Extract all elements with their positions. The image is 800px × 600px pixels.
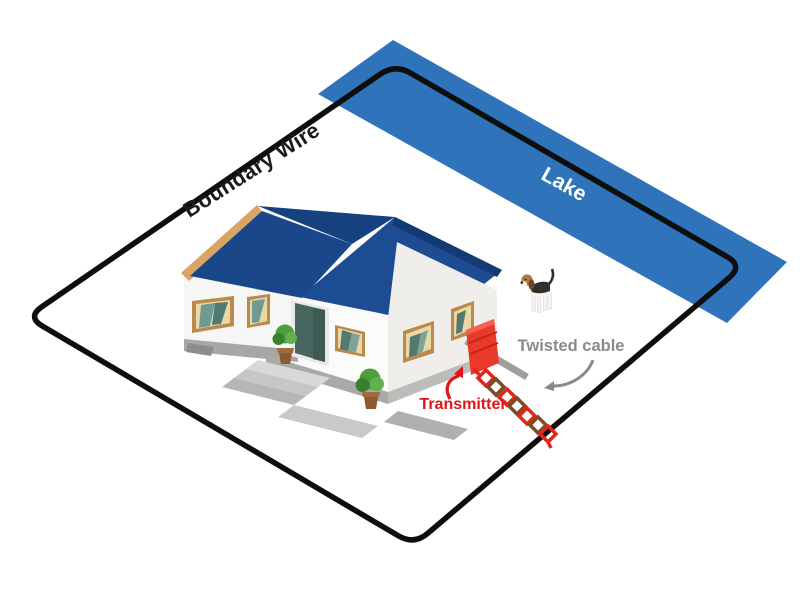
window-front [335, 325, 365, 357]
foundation-patch [186, 343, 214, 356]
transmitter-arrow [445, 366, 463, 400]
window-right-lower [403, 321, 434, 363]
boundary-wire [31, 66, 739, 543]
twisted-cable-arrow [544, 359, 595, 391]
roof-left-slope [190, 211, 352, 298]
house-door [291, 300, 329, 366]
potted-plant-door [272, 324, 297, 364]
house-steps [222, 360, 468, 440]
window-left-large [192, 296, 234, 333]
roof-trim-tan [181, 205, 263, 281]
potted-plant-yard [355, 368, 384, 409]
house-illustration [181, 205, 502, 440]
foundation-right [388, 351, 497, 404]
dog-illustration [519, 268, 555, 313]
roof-rake-edge [392, 217, 502, 277]
transmitter-box [466, 319, 499, 375]
twisted-cable-label: Twisted cable [517, 337, 625, 355]
transmitter-label: Transmitter [419, 396, 507, 413]
roof-saddle [258, 206, 395, 244]
lake-shape [318, 40, 787, 323]
window-right-upper [451, 301, 474, 341]
window-left-small [247, 294, 270, 328]
twisted-cable [471, 367, 559, 449]
